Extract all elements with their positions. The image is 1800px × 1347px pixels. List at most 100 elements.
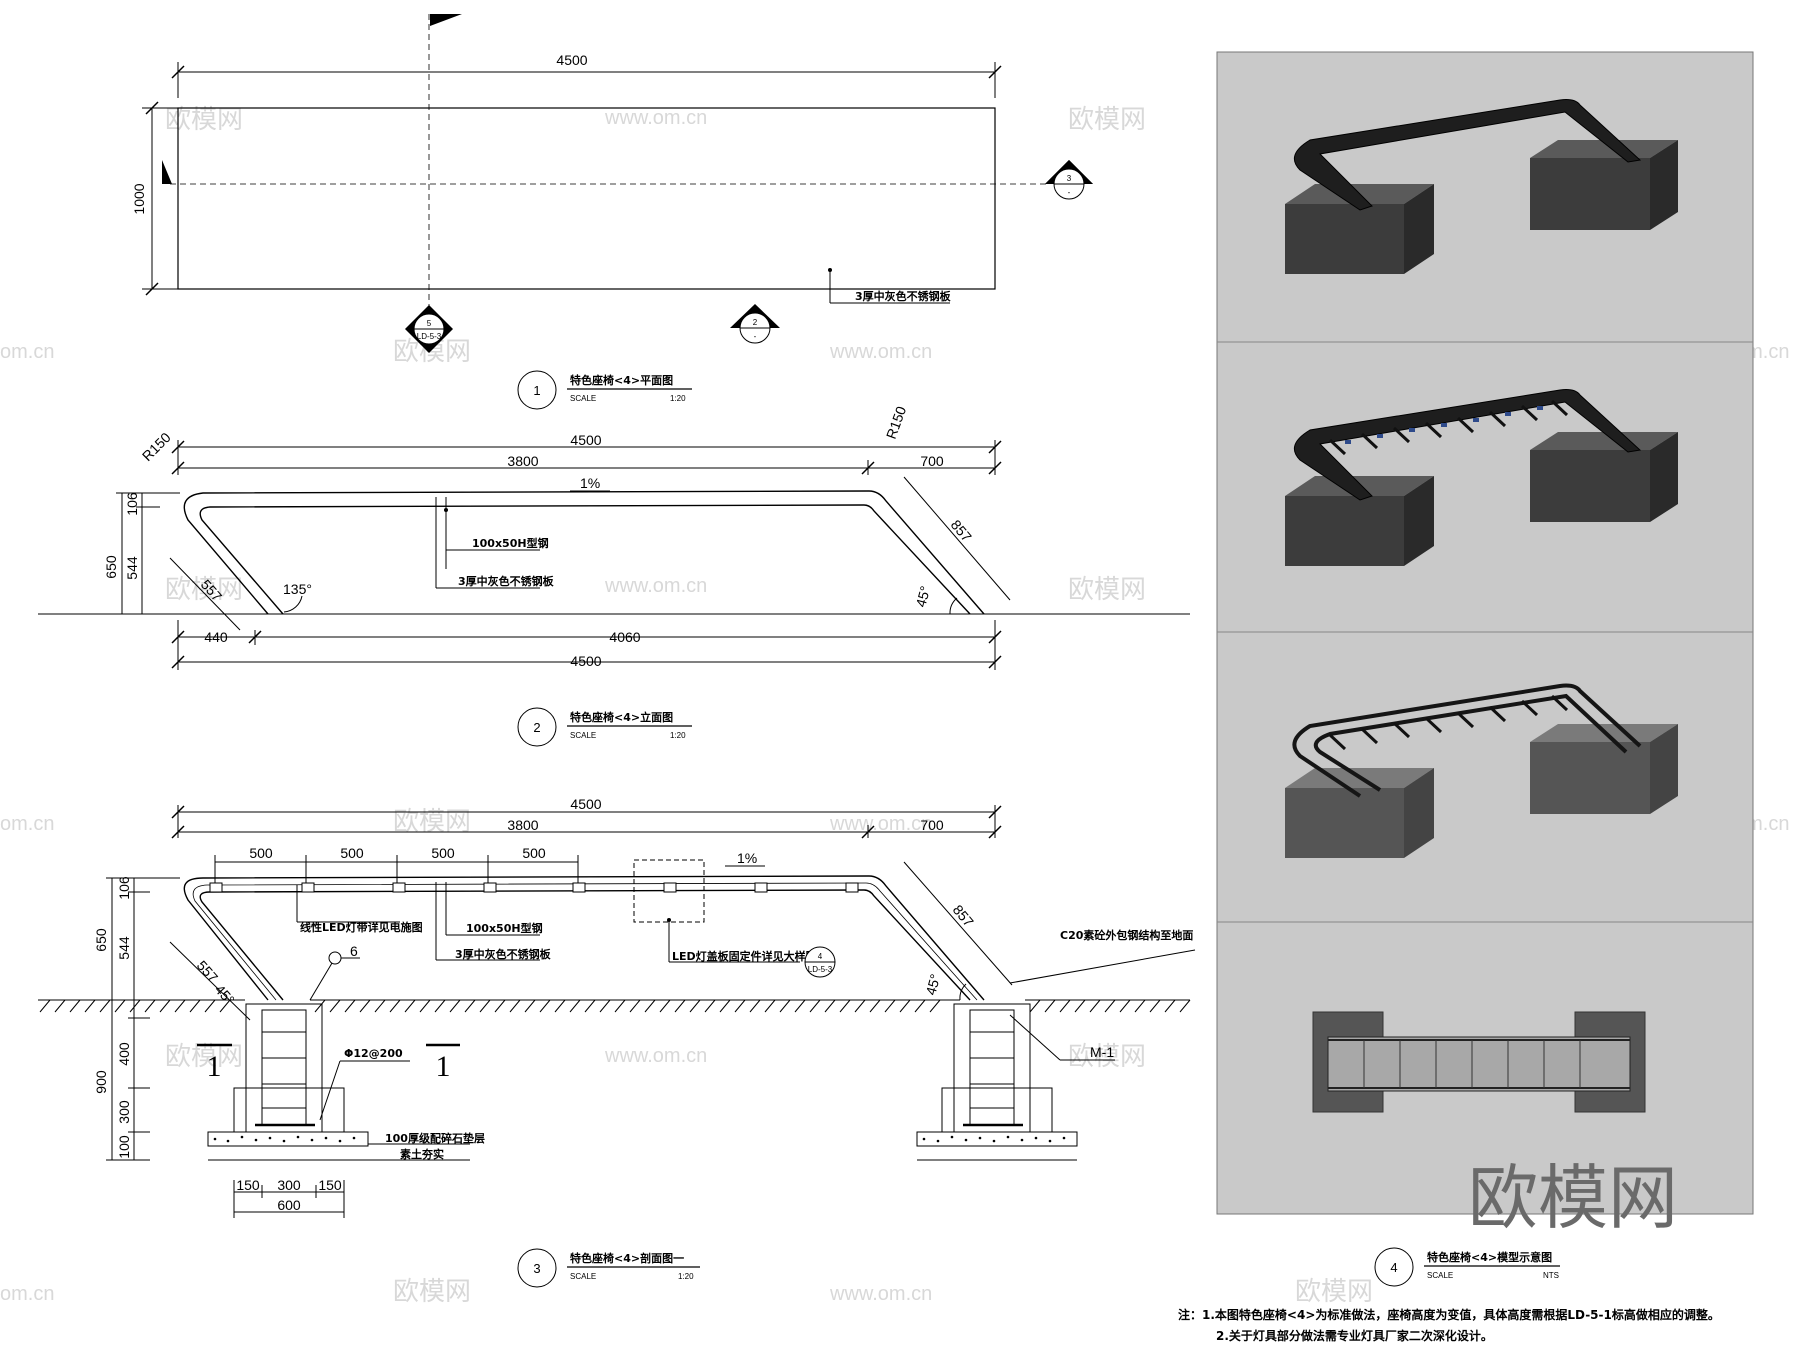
- sect-dim-600: 600: [277, 1197, 301, 1213]
- elev-slope: 1%: [580, 475, 600, 491]
- scale-value: NTS: [1543, 1271, 1559, 1280]
- elev-radius-right: R150: [883, 404, 910, 441]
- title-number: 2: [533, 720, 540, 735]
- elev-label-h-steel: 100x50H型钢: [472, 536, 549, 550]
- weld-symbol-icon: [328, 951, 342, 965]
- model-view-frame: [1285, 389, 1678, 566]
- sect-dim-300: 300: [116, 1100, 132, 1124]
- ground-hatch: [39, 999, 1191, 1013]
- section-marker-bottom: -: [1068, 188, 1071, 197]
- section-flag-icon: [430, 14, 462, 26]
- scale-label: SCALE: [1427, 1271, 1453, 1280]
- sect-dim-150a: 150: [236, 1177, 260, 1193]
- beam-connectors: [209, 882, 859, 893]
- title-model: 4 特色座椅<4>模型示意图 SCALE NTS: [1374, 1247, 1560, 1287]
- scale-value: 1:20: [670, 394, 686, 403]
- note-line-1: 注：1.本图特色座椅<4>为标准做法，座椅高度为变值，具体高度需根据LD-5-1…: [1178, 1307, 1720, 1322]
- sect-dim-900: 900: [93, 1070, 109, 1094]
- sect-dim-total: 4500: [570, 796, 601, 812]
- sect-spacing-1: 500: [249, 845, 273, 861]
- elev-dim-544: 544: [124, 556, 140, 580]
- section-marker-top: 2: [753, 318, 758, 327]
- ref-marker-4: 4 LD-5-3: [804, 946, 836, 978]
- sect-label-led: 线性LED灯带详见电施图: [300, 920, 423, 934]
- plan-material-label: 3厚中灰色不锈钢板: [855, 289, 952, 303]
- sect-label-rebar: Φ12@200: [344, 1047, 403, 1060]
- section-marker-top: 3: [1067, 174, 1072, 183]
- model-view-solid: [1285, 99, 1678, 274]
- section-drawing: [38, 805, 1196, 1218]
- scale-value: 1:20: [678, 1272, 694, 1281]
- title-text: 特色座椅<4>平面图: [570, 373, 673, 387]
- elev-dim-4060: 4060: [609, 629, 640, 645]
- elev-dim-650: 650: [103, 555, 119, 579]
- elev-radius-left: R150: [139, 429, 174, 464]
- watermark-logo: 欧模网: [165, 105, 243, 135]
- note-line-2: 2.关于灯具部分做法需专业灯具厂家二次深化设计。: [1216, 1328, 1493, 1343]
- watermark-logo: 欧模网: [1068, 105, 1146, 135]
- title-number: 3: [533, 1261, 540, 1276]
- scale-label: SCALE: [570, 1272, 596, 1281]
- sect-dim-857: 857: [950, 902, 977, 930]
- sect-dim-544: 544: [116, 936, 132, 960]
- watermark-domain: om.cn: [0, 1283, 54, 1305]
- watermark-url: www.om.cn: [604, 1045, 707, 1067]
- plan-dim-total: 4500: [556, 52, 587, 68]
- sect-label-plate: 3厚中灰色不锈钢板: [455, 947, 552, 961]
- title-text: 特色座椅<4>剖面图一: [570, 1251, 684, 1265]
- sect-dim-400: 400: [116, 1042, 132, 1066]
- elev-angle-45: 45°: [912, 584, 933, 609]
- sect-dim-300b: 300: [277, 1177, 301, 1193]
- section-marker-3: 3 -: [1045, 160, 1093, 200]
- elev-dim-106: 106: [124, 492, 140, 516]
- sect-slope: 1%: [737, 850, 757, 866]
- leader-dot: [444, 508, 448, 512]
- sect-dim-150b: 150: [318, 1177, 342, 1193]
- sect-label-h-steel: 100x50H型钢: [466, 921, 543, 935]
- watermark-logo: 欧模网: [1068, 1042, 1146, 1072]
- sect-angle-45-right: 45°: [922, 972, 943, 997]
- watermark-big-logo: 欧模网: [1468, 1157, 1678, 1239]
- watermark-logo: 欧模网: [165, 575, 243, 605]
- title-text: 特色座椅<4>立面图: [570, 710, 673, 724]
- title-plan: 1 特色座椅<4>平面图 SCALE 1:20: [517, 370, 692, 410]
- ref-marker-bottom: LD-5-3: [808, 965, 833, 974]
- section-marker-top: 5: [427, 319, 432, 328]
- watermark-url: www.om.cn: [829, 1283, 932, 1305]
- sect-spacing-2: 500: [340, 845, 364, 861]
- sect-label-soil: 素土夯实: [400, 1147, 444, 1161]
- section-marker-bottom: -: [754, 332, 757, 341]
- elev-dim-total-top: 4500: [570, 432, 601, 448]
- watermark-logo: 欧模网: [1068, 575, 1146, 605]
- elev-label-plate: 3厚中灰色不锈钢板: [458, 574, 555, 588]
- watermark-url: www.om.cn: [829, 813, 932, 835]
- elev-dim-total-bottom: 4500: [570, 653, 601, 669]
- elev-dim-3800: 3800: [507, 453, 538, 469]
- sect-weld-size: 6: [350, 943, 358, 959]
- scale-label: SCALE: [570, 731, 596, 740]
- leader-dot: [667, 918, 671, 922]
- sect-dim-3800: 3800: [507, 817, 538, 833]
- watermark-domain: om.cn: [0, 813, 54, 835]
- scale-label: SCALE: [570, 394, 596, 403]
- watermark-logo: 欧模网: [165, 1042, 243, 1072]
- gravel-layer: [213, 1135, 1066, 1143]
- section-marker-bottom: LD-5-3: [417, 332, 442, 341]
- watermark-domain: om.cn: [0, 341, 54, 363]
- model-view-transparent: [1285, 683, 1678, 858]
- cut-marker-right: 1: [436, 1050, 451, 1083]
- watermark-url: www.om.cn: [604, 575, 707, 597]
- title-elevation: 2 特色座椅<4>立面图 SCALE 1:20: [517, 707, 692, 747]
- scale-value: 1:20: [670, 731, 686, 740]
- sect-label-m1: M-1: [1090, 1044, 1114, 1060]
- sect-dim-650: 650: [93, 928, 109, 952]
- title-number: 1: [533, 383, 540, 398]
- leader-dot: [828, 268, 832, 272]
- section-marker-2: 2 -: [730, 304, 780, 344]
- watermark-url: www.om.cn: [604, 107, 707, 129]
- sect-label-fixing: LED灯盖板固定件详见大样图一: [672, 949, 828, 963]
- title-number: 4: [1390, 1260, 1397, 1275]
- elev-dim-440: 440: [204, 629, 228, 645]
- plan-drawing: [142, 14, 1050, 310]
- elevation-drawing: [38, 440, 1190, 670]
